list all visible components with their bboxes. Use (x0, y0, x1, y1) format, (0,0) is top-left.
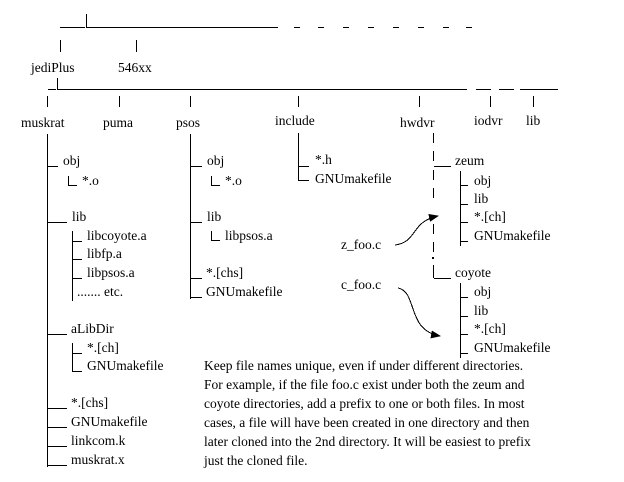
dir-lib: lib (526, 113, 541, 128)
muskrat-lib-etc: ....... etc. (77, 284, 123, 299)
dir-546xx: 546xx (118, 60, 152, 75)
zeum-makefile: GNUmakefile (474, 228, 550, 243)
dir-include: include (275, 113, 315, 128)
psos-obj-files: *.o (225, 173, 242, 188)
muskrat-libpsos: libpsos.a (87, 265, 135, 280)
psos-tree-lines (190, 134, 220, 299)
note-line: For example, if the file foo.c exist und… (204, 377, 525, 392)
coyote-lib: lib (474, 303, 489, 318)
dir-puma: puma (103, 115, 133, 130)
note-line: Keep file names unique, even if under di… (204, 358, 523, 373)
muskrat-sources: *.[chs] (71, 395, 108, 410)
coyote-sources: *.[ch] (474, 321, 506, 336)
muskrat-libfp: libfp.a (87, 246, 122, 261)
dir-psos: psos (176, 115, 200, 130)
muskrat-obj: obj (63, 153, 80, 168)
coyote-obj: obj (474, 284, 491, 299)
muskrat-alibdir: aLibDir (71, 321, 114, 336)
psos-libpsos: libpsos.a (225, 228, 273, 243)
note-line: later cloned into the 2nd directory. It … (204, 434, 531, 449)
dir-hwdvr: hwdvr (400, 115, 435, 130)
zeum-obj: obj (474, 173, 491, 188)
zeum-sources: *.[ch] (474, 209, 506, 224)
muskrat-alibdir-makefile: GNUmakefile (87, 358, 163, 373)
psos-lib: lib (207, 209, 222, 224)
dir-iodvr: iodvr (474, 113, 503, 128)
include-makefile: GNUmakefile (315, 171, 391, 186)
dir-muskrat: muskrat (21, 115, 65, 130)
include-headers: *.h (315, 152, 332, 167)
note-line: cases, a file will have been created in … (204, 415, 530, 430)
psos-obj: obj (207, 153, 224, 168)
zeum-lib: lib (474, 191, 489, 206)
hwdvr-coyote: coyote (455, 265, 491, 280)
hwdvr-zeum: zeum (455, 153, 485, 168)
top-rule (60, 14, 472, 52)
c-foo-label: c_foo.c (341, 277, 381, 292)
muskrat-lib: lib (72, 209, 87, 224)
hwdvr-tree-lines (432, 133, 468, 358)
muskrat-executable: muskrat.x (71, 452, 125, 467)
root-dir-jediplus: jediPlus (30, 60, 75, 75)
muskrat-tree-lines (47, 134, 82, 467)
coyote-makefile: GNUmakefile (474, 340, 550, 355)
level2-rule (47, 78, 558, 107)
note-line: just the cloned file. (203, 453, 307, 468)
muskrat-obj-files: *.o (82, 173, 99, 188)
note-line: coyote directories, add a prefix to one … (204, 396, 525, 411)
muskrat-alibdir-sources: *.[ch] (87, 340, 119, 355)
muskrat-libcoyote: libcoyote.a (87, 228, 147, 243)
naming-note: Keep file names unique, even if under di… (203, 358, 531, 468)
z-foo-arrow (394, 213, 439, 246)
psos-makefile: GNUmakefile (206, 284, 282, 299)
muskrat-makefile: GNUmakefile (71, 414, 147, 429)
muskrat-linkcom: linkcom.k (71, 433, 126, 448)
z-foo-label: z_foo.c (341, 237, 381, 252)
c-foo-arrow (397, 287, 441, 339)
psos-sources: *.[chs] (206, 265, 243, 280)
include-tree-lines (298, 133, 309, 181)
